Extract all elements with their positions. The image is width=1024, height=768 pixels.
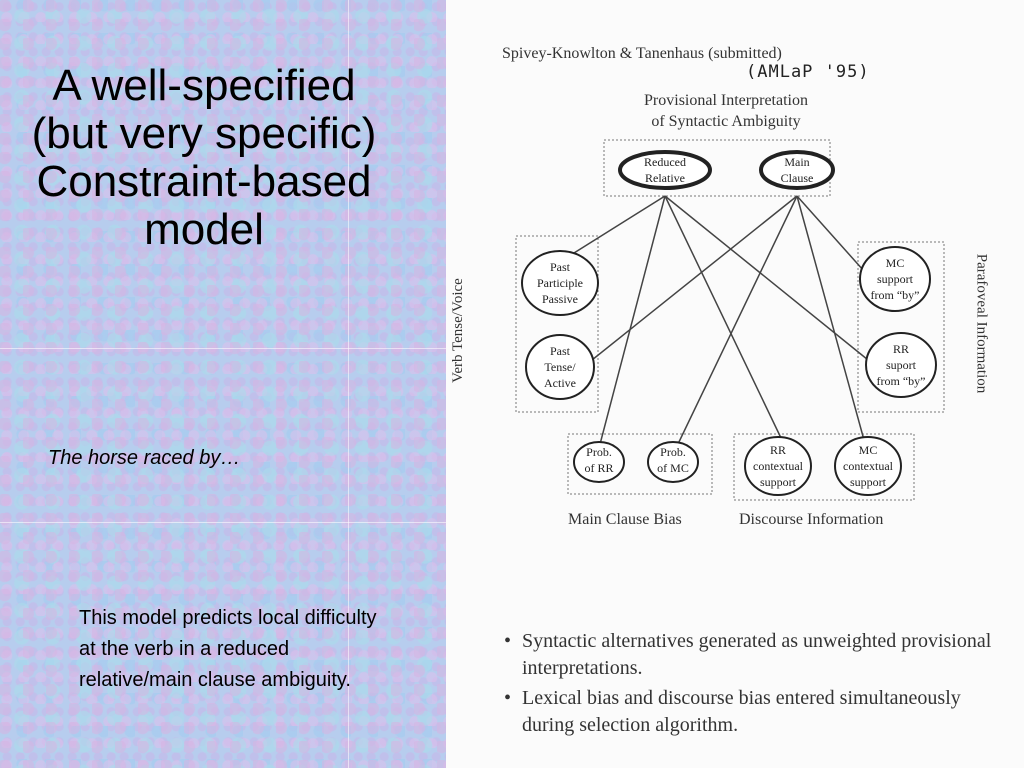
node-label-mc-support: MC support from “by” bbox=[871, 255, 920, 303]
node-text: contextual bbox=[843, 459, 893, 473]
node-label-past-participle: Past Participle Passive bbox=[537, 259, 583, 307]
main-clause-bias-box bbox=[567, 433, 713, 495]
node-label-main-clause: Main Clause bbox=[781, 154, 814, 186]
node-label-reduced-relative: Reduced Relative bbox=[644, 154, 686, 186]
example-sentence: The horse raced by… bbox=[48, 447, 241, 469]
prob-rr-node bbox=[573, 441, 625, 483]
reduced-relative-node bbox=[618, 150, 712, 190]
node-text: contextual bbox=[753, 459, 803, 473]
node-text: Active bbox=[544, 376, 576, 390]
rr-support-node bbox=[865, 332, 937, 398]
group-label-parafoveal: Parafoveal Information bbox=[973, 253, 990, 394]
node-text: Clause bbox=[780, 171, 814, 185]
node-label-prob-rr: Prob. of RR bbox=[584, 444, 613, 476]
citation: Spivey-Knowlton & Tanenhaus (submitted) bbox=[502, 45, 782, 62]
node-label-mc-contextual: MC contextual support bbox=[843, 442, 893, 490]
node-text: Relative bbox=[645, 171, 685, 185]
node-text: support bbox=[849, 475, 886, 489]
node-text: Passive bbox=[541, 292, 578, 306]
mc-support-node bbox=[859, 246, 931, 312]
main-clause-node bbox=[759, 150, 835, 190]
diagram-title: Provisional Interpretation of Syntactic … bbox=[616, 90, 836, 132]
node-text: of MC bbox=[657, 461, 689, 475]
node-text: MC bbox=[858, 443, 878, 457]
node-text: Tense/ bbox=[544, 360, 576, 374]
node-label-past-tense: Past Tense/ Active bbox=[544, 343, 576, 391]
node-label-rr-support: RR suport from “by” bbox=[877, 341, 926, 389]
bullet-item: Lexical bias and discourse bias entered … bbox=[504, 685, 1004, 739]
tile-divider bbox=[0, 348, 446, 349]
diagram-title-line: Provisional Interpretation bbox=[644, 92, 808, 109]
node-text: suport bbox=[885, 358, 916, 372]
group-label-discourse: Discourse Information bbox=[739, 511, 884, 528]
node-label-prob-mc: Prob. of MC bbox=[657, 444, 689, 476]
node-text: Reduced bbox=[644, 155, 686, 169]
node-text: Participle bbox=[537, 276, 583, 290]
handwritten-annotation: (AMLaP '95) bbox=[746, 62, 870, 82]
node-text: of RR bbox=[584, 461, 614, 475]
discourse-box bbox=[733, 433, 915, 501]
prob-mc-node bbox=[647, 441, 699, 483]
node-text: RR bbox=[892, 342, 910, 356]
node-text: from “by” bbox=[876, 374, 926, 388]
node-text: Prob. bbox=[586, 445, 612, 459]
node-text: from “by” bbox=[870, 288, 920, 302]
group-label-main-clause-bias: Main Clause Bias bbox=[568, 511, 682, 528]
node-text: RR bbox=[769, 443, 787, 457]
node-text: support bbox=[876, 272, 913, 286]
node-text: Prob. bbox=[660, 445, 686, 459]
node-text: support bbox=[759, 475, 796, 489]
slide-background bbox=[0, 0, 446, 768]
bullet-list: Syntactic alternatives generated as unwe… bbox=[504, 628, 1004, 742]
tile-divider bbox=[0, 522, 446, 523]
tile-divider bbox=[348, 0, 349, 768]
past-participle-node bbox=[521, 250, 599, 316]
node-text: Past bbox=[549, 260, 571, 274]
rr-contextual-node bbox=[744, 436, 812, 496]
node-label-rr-contextual: RR contextual support bbox=[753, 442, 803, 490]
scanned-figure: Spivey-Knowlton & Tanenhaus (submitted) … bbox=[446, 0, 1024, 768]
connection-lines bbox=[565, 195, 879, 449]
past-tense-node bbox=[525, 334, 595, 400]
mc-contextual-node bbox=[834, 436, 902, 496]
constraint-network-diagram bbox=[515, 139, 945, 501]
slide-note: This model predicts local difficulty at … bbox=[79, 607, 377, 691]
node-text: Past bbox=[549, 344, 570, 358]
node-text: Main bbox=[784, 155, 810, 169]
diagram-title-line: of Syntactic Ambiguity bbox=[651, 113, 801, 130]
slide-title: A well-specified (but very specific) Con… bbox=[31, 61, 377, 254]
bullet-item: Syntactic alternatives generated as unwe… bbox=[504, 628, 1004, 682]
verb-group-box bbox=[515, 235, 599, 413]
node-text: MC bbox=[885, 256, 905, 270]
group-label-verb: Verb Tense/Voice bbox=[449, 278, 466, 383]
